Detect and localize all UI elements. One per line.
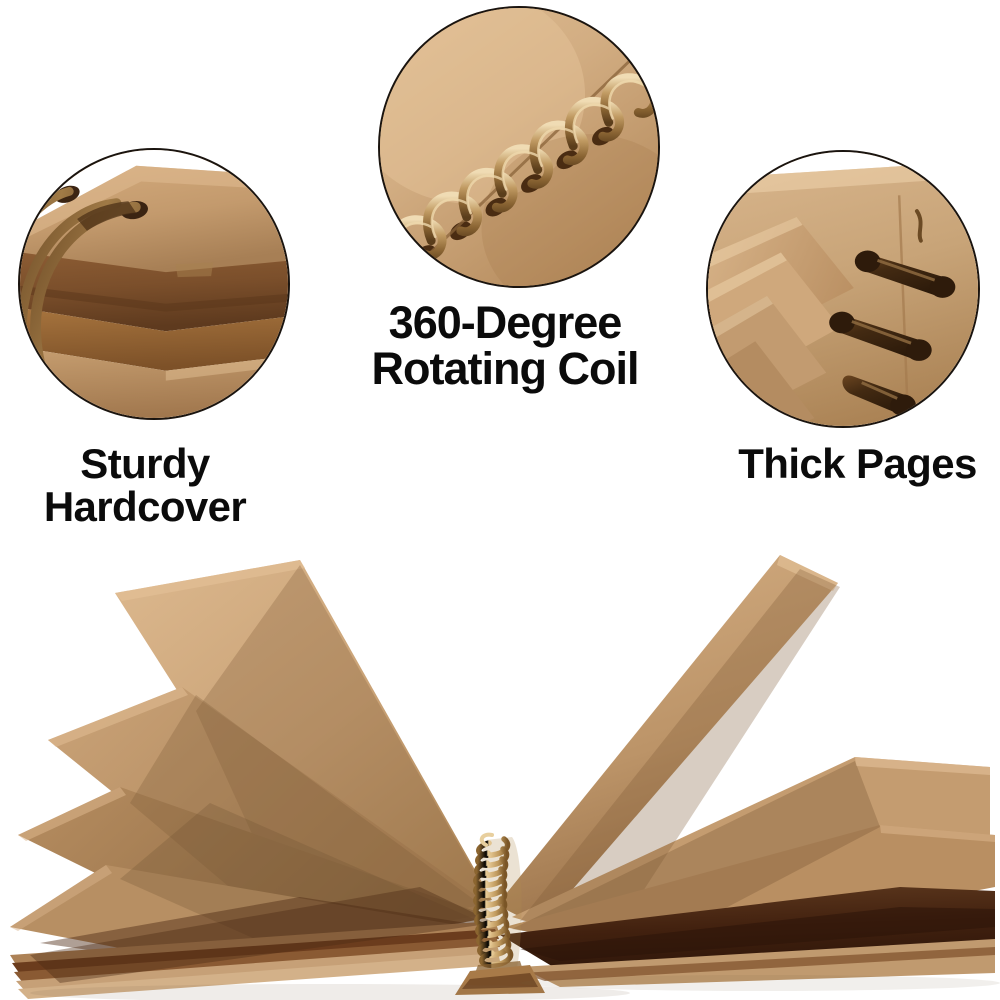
rotating-coil-detail-photo (378, 6, 660, 288)
feature-label-sturdy-hardcover: Sturdy Hardcover (43, 440, 247, 530)
feature-label-rotating-coil: 360-Degree Rotating Coil (371, 297, 640, 394)
open-notebook-art (0, 535, 1000, 1000)
thick-pages-detail-photo (706, 150, 980, 428)
hardcover-detail-photo (18, 148, 290, 420)
coil-photo-art (380, 8, 658, 286)
pages-photo-art (708, 152, 978, 426)
hardcover-photo-art (20, 150, 288, 418)
open-notebook-photo (0, 535, 1000, 1000)
feature-label-thick-pages: Thick Pages (738, 440, 977, 487)
